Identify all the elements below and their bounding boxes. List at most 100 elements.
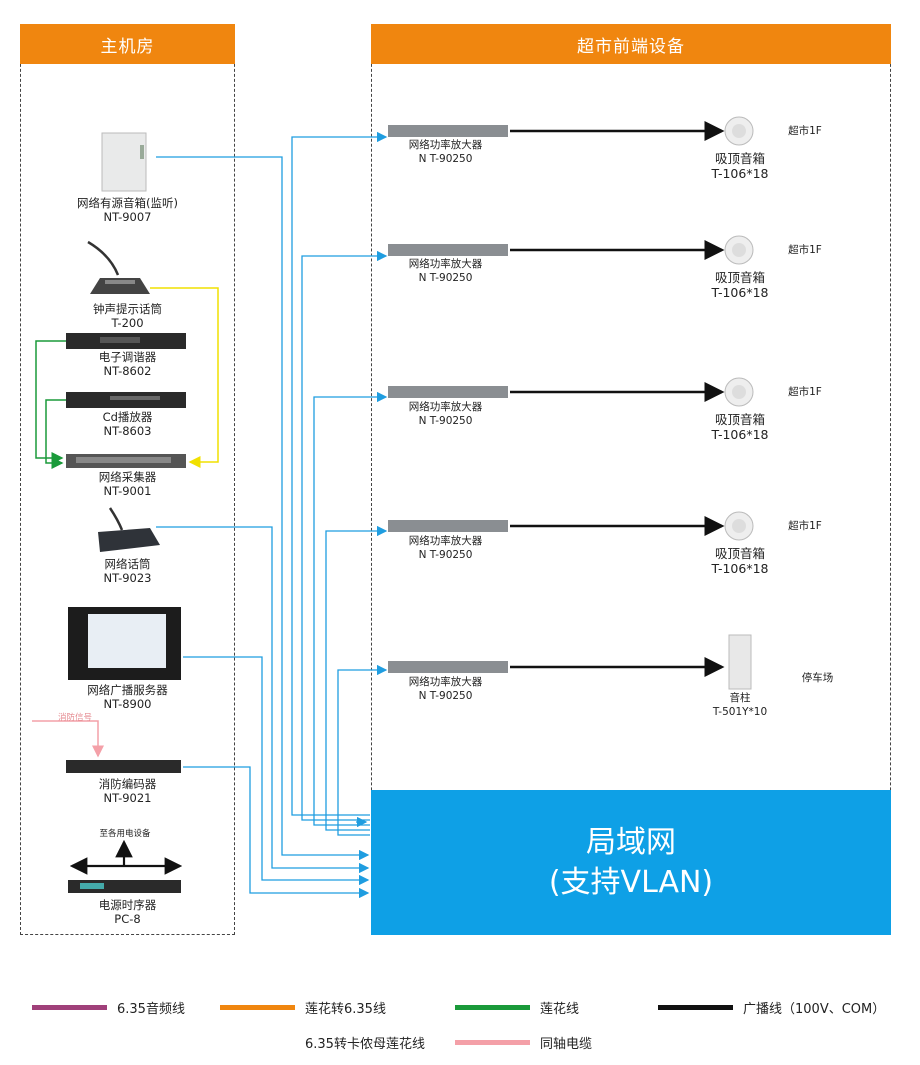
lan-title: 局域网 xyxy=(586,824,676,860)
nt9001-label: 网络采集器 NT-9001 xyxy=(55,470,200,498)
speaker-model: T-106*18 xyxy=(711,285,769,300)
device-name: 电子调谐器 xyxy=(98,350,157,364)
amplifier-name: 网络功率放大器 xyxy=(408,535,483,547)
amplifier-name: 网络功率放大器 xyxy=(408,139,483,151)
speaker-label: 吸顶音箱 T-106*18 xyxy=(695,270,785,300)
legend-item: 莲花线 xyxy=(455,998,579,1017)
nt9001-collector-device xyxy=(66,454,186,468)
t200-microphone-device xyxy=(87,240,150,294)
amplifier-model: N T-90250 xyxy=(418,549,473,561)
ceiling-speaker xyxy=(724,511,754,541)
network-line xyxy=(291,131,388,816)
network-line xyxy=(301,250,388,821)
fire-signal-label: 消防信号 xyxy=(57,713,92,723)
device-name: 消防编码器 xyxy=(98,777,157,791)
legend-label: 莲花线 xyxy=(540,1002,580,1017)
yellow-audio-line xyxy=(150,287,219,468)
device-name: 电源时序器 xyxy=(98,898,157,912)
legend-swatch xyxy=(32,1005,107,1010)
device-model: NT-8602 xyxy=(103,364,152,378)
coax-line xyxy=(32,720,104,758)
legend-swatch xyxy=(455,1005,530,1010)
device-model: NT-9007 xyxy=(103,210,152,224)
zone-label: 停车场 xyxy=(801,672,834,684)
lotus-line xyxy=(45,399,66,469)
nt8900-label: 网络广播服务器 NT-8900 xyxy=(55,683,200,711)
device-name: 网络有源音箱(监听) xyxy=(77,196,178,210)
amplifier-name: 网络功率放大器 xyxy=(408,401,483,413)
zone-label: 超市1F xyxy=(788,386,822,398)
network-line xyxy=(183,656,370,886)
device-model: NT-9023 xyxy=(103,571,152,585)
lotus-line xyxy=(35,340,66,464)
amplifier-label: 网络功率放大器 N T-90250 xyxy=(388,534,503,562)
legend-item: 莲花转6.35线 xyxy=(220,998,386,1017)
device-model: NT-8603 xyxy=(103,424,152,438)
speaker-name: 吸顶音箱 xyxy=(714,270,765,285)
speaker-label: 音柱 T-501Y*10 xyxy=(695,691,785,719)
device-model: NT-8900 xyxy=(103,697,152,711)
pc8-sequencer-device xyxy=(68,880,181,893)
network-line xyxy=(325,525,388,831)
nt8900-server-device xyxy=(68,607,181,680)
amplifier-name: 网络功率放大器 xyxy=(408,676,483,688)
amplifier-model: N T-90250 xyxy=(418,153,473,165)
lan-box: 局域网 (支持VLAN) xyxy=(371,790,891,935)
nt9007-speaker-device xyxy=(101,132,147,192)
legend-swatch xyxy=(220,1005,295,1010)
speaker-label: 吸顶音箱 T-106*18 xyxy=(695,546,785,576)
nt9023-microphone-device xyxy=(98,507,160,552)
network-line xyxy=(156,526,370,874)
amplifier-label: 网络功率放大器 N T-90250 xyxy=(388,400,503,428)
zone-label: 超市1F xyxy=(788,244,822,256)
device-name: 网络广播服务器 xyxy=(87,683,168,697)
legend-item: 6.35转卡侬母莲花线 xyxy=(305,1033,425,1052)
legend-label: 同轴电缆 xyxy=(540,1037,593,1052)
amplifier-unit xyxy=(388,661,508,673)
legend-swatch xyxy=(455,1040,530,1045)
network-line xyxy=(156,156,370,861)
device-name: 网络话筒 xyxy=(104,557,151,571)
amplifier-unit xyxy=(388,244,508,256)
amplifier-model: N T-90250 xyxy=(418,415,473,427)
network-line xyxy=(313,391,388,826)
speaker-label: 吸顶音箱 T-106*18 xyxy=(695,151,785,181)
amplifier-label: 网络功率放大器 N T-90250 xyxy=(388,138,503,166)
legend-item: 广播线（100V、COM） xyxy=(658,998,885,1017)
legend-item: 同轴电缆 xyxy=(455,1033,592,1052)
legend-label: 广播线（100V、COM） xyxy=(743,1002,886,1017)
speaker-name: 吸顶音箱 xyxy=(714,151,765,166)
nt9021-fire-encoder-device xyxy=(66,760,181,773)
ceiling-speaker xyxy=(724,235,754,265)
t200-label: 钟声提示话筒 T-200 xyxy=(55,302,200,330)
ceiling-speaker xyxy=(724,377,754,407)
device-name: Cd播放器 xyxy=(102,410,153,424)
legend-label: 6.35转卡侬母莲花线 xyxy=(305,1037,425,1052)
column-speaker xyxy=(728,634,752,690)
legend-item: 6.35音频线 xyxy=(32,998,185,1017)
amplifier-label: 网络功率放大器 N T-90250 xyxy=(388,257,503,285)
nt8603-label: Cd播放器 NT-8603 xyxy=(55,410,200,438)
amplifier-label: 网络功率放大器 N T-90250 xyxy=(388,675,503,703)
network-line xyxy=(183,766,370,899)
amplifier-name: 网络功率放大器 xyxy=(408,258,483,270)
ceiling-speaker xyxy=(724,116,754,146)
speaker-label: 吸顶音箱 T-106*18 xyxy=(695,412,785,442)
nt9021-label: 消防编码器 NT-9021 xyxy=(55,777,200,805)
speaker-model: T-106*18 xyxy=(711,166,769,181)
zone-label: 超市1F xyxy=(788,125,822,137)
device-model: NT-9021 xyxy=(103,791,152,805)
amplifier-unit xyxy=(388,125,508,137)
zone-label: 超市1F xyxy=(788,520,822,532)
device-name: 网络采集器 xyxy=(98,470,157,484)
machine-room-title: 主机房 xyxy=(20,24,235,64)
nt9007-label: 网络有源音箱(监听) NT-9007 xyxy=(55,196,200,224)
device-name: 钟声提示话筒 xyxy=(93,302,162,316)
amplifier-model: N T-90250 xyxy=(418,690,473,702)
amplifier-unit xyxy=(388,520,508,532)
nt8602-tuner-device xyxy=(66,333,186,349)
speaker-name: 音柱 xyxy=(729,692,751,704)
lan-subtitle: (支持VLAN) xyxy=(548,864,714,900)
store-front-title: 超市前端设备 xyxy=(371,24,891,64)
pc8-label: 电源时序器 PC-8 xyxy=(55,898,200,926)
